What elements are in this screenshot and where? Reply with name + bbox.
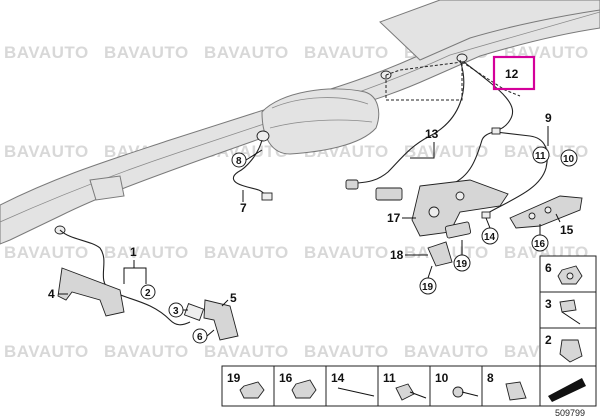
watermark: BAVAUTO [204, 43, 289, 62]
watermark-row-4: BAVAUTO BAVAUTO BAVAUTO BAVAUTO BAVAUTO … [4, 342, 588, 361]
exhaust-pipe-drawing [0, 0, 600, 245]
callout-4: 4 [48, 287, 55, 301]
grommet-icon [452, 386, 464, 398]
watermark: BAVAUTO [104, 342, 189, 361]
watermark-row-3: BAVAUTO BAVAUTO BAVAUTO BAVAUTO BAVAUTO … [4, 243, 588, 262]
legend-bottom-label: 19 [227, 371, 241, 385]
callouts: 1 2 3 4 5 6 7 8 9 10 11 12 [48, 55, 578, 344]
callout-7: 7 [240, 201, 247, 215]
parts [57, 127, 583, 341]
arrow-icon [548, 378, 586, 402]
callout-17: 17 [387, 211, 401, 225]
legend-bottom-label: 16 [279, 371, 293, 385]
callout-19: 19 [422, 282, 434, 293]
highlight-box [492, 55, 536, 91]
callout-12: 12 [505, 67, 519, 81]
legend-bottom-label: 8 [487, 371, 494, 385]
watermark: BAVAUTO [304, 43, 389, 62]
callout-10-circle [560, 149, 578, 167]
callout-5: 5 [230, 291, 237, 305]
callout-11-circle [532, 146, 550, 164]
watermark: BAVAUTO [304, 243, 389, 262]
legend-bottom: 19 16 14 11 10 8 [221, 365, 597, 407]
legend-bottom-label: 11 [383, 371, 396, 385]
callout-16: 16 [534, 239, 546, 250]
callout-10: 10 [563, 154, 575, 165]
legend-bottom-label: 14 [331, 371, 345, 385]
callout-14: 14 [484, 232, 496, 243]
legend-side-label: 3 [545, 297, 552, 311]
watermark: BAVAUTO [404, 342, 489, 361]
callout-3: 3 [173, 306, 179, 317]
watermark: BAVAUTO [104, 43, 189, 62]
callout-11: 11 [535, 151, 546, 162]
watermark: BAVAUTO [404, 142, 489, 161]
clip-icon [559, 299, 577, 313]
callout-15: 15 [560, 223, 574, 237]
nut-icon [239, 381, 265, 399]
legend-side-label: 6 [545, 261, 552, 275]
callout-8: 8 [236, 156, 242, 167]
callout-9: 9 [545, 111, 552, 125]
watermark: BAVAUTO [4, 43, 89, 62]
callout-2: 2 [145, 288, 151, 299]
legend-side-label: 2 [545, 333, 552, 347]
callout-2-circle [140, 284, 156, 300]
watermark: BAVAUTO [4, 142, 89, 161]
watermark: BAVAUTO [4, 243, 89, 262]
callout-19: 19 [456, 259, 468, 270]
watermark-row-1: BAVAUTO BAVAUTO BAVAUTO BAVAUTO BAVAUTO … [4, 43, 588, 62]
holder-icon [505, 381, 527, 401]
callout-13: 13 [425, 127, 439, 141]
callout-6: 6 [197, 332, 203, 343]
watermark: BAVAUTO [304, 342, 389, 361]
callout-1: 1 [130, 245, 137, 259]
legend-bottom-label: 10 [435, 371, 449, 385]
diagram-id: 509799 [555, 408, 585, 418]
flange-nut-icon [291, 379, 317, 399]
watermark: BAVAUTO [204, 342, 289, 361]
watermark: BAVAUTO [204, 243, 289, 262]
legend-side: 6 3 2 [539, 255, 597, 367]
watermark: BAVAUTO [104, 243, 189, 262]
watermark: BAVAUTO [4, 342, 89, 361]
callout-18: 18 [390, 248, 404, 262]
clamp-icon [559, 339, 583, 363]
bolt-icon [337, 387, 375, 397]
